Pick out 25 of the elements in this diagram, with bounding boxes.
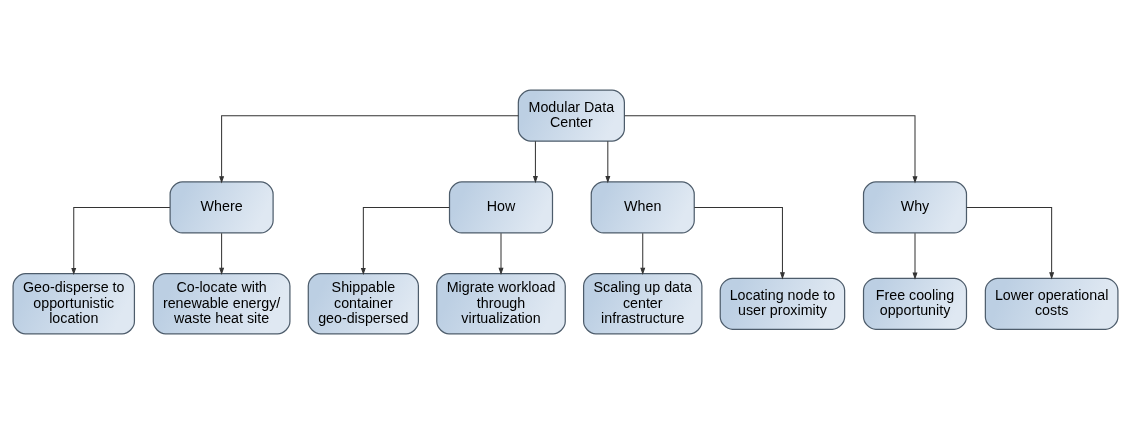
node-box: Co-locate with renewable energy/ waste heat site (152, 272, 291, 334)
node-box: Locating node to user proximity (719, 277, 845, 330)
arrow (532, 140, 538, 183)
node-box: Free cooling opportunity (862, 277, 967, 330)
node-box: Geo-disperse to opportunistic location (11, 272, 135, 334)
arrow (639, 232, 645, 275)
node-box: Shippable container geo-dispersed (307, 272, 419, 334)
node-box: Lower operational costs (984, 277, 1119, 330)
node-box: How (448, 180, 553, 233)
arrow (218, 114, 519, 183)
arrow (693, 206, 785, 279)
arrow (965, 206, 1054, 279)
node-box: Why (862, 180, 967, 233)
arrow (912, 232, 917, 280)
node-box: Modular Data Center (517, 89, 625, 142)
arrow (498, 232, 503, 275)
arrow (604, 140, 610, 183)
node-box: Scaling up data center infrastructure (582, 272, 702, 334)
arrow (360, 206, 450, 275)
node-box: Migrate workload through virtualization (435, 272, 566, 334)
node-box: Where (169, 180, 274, 233)
node-box: When (590, 180, 695, 233)
arrow (70, 206, 170, 275)
arrow (623, 114, 917, 183)
arrow (218, 232, 224, 275)
